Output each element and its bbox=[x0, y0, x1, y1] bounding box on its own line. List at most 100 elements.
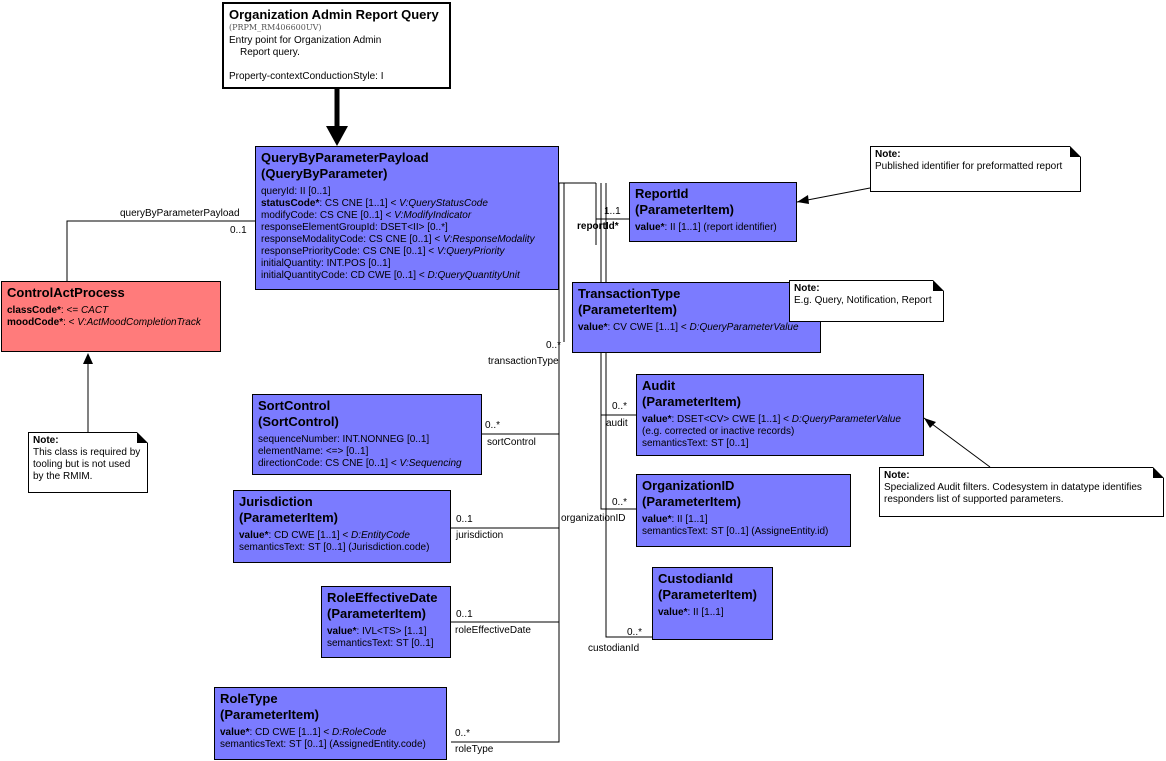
class-title: ControlActProcess bbox=[7, 285, 125, 300]
class-subtitle: (ParameterItem) bbox=[642, 394, 741, 409]
association-role-label: jurisdiction bbox=[456, 530, 504, 541]
report-id-class[interactable]: ReportId (ParameterItem) value*: II [1..… bbox=[629, 182, 797, 242]
attribute: sequenceNumber: INT.NONNEG [0..1] bbox=[258, 434, 430, 445]
attribute: value*: II [1..1] bbox=[658, 607, 724, 618]
role-type-class[interactable]: RoleType (ParameterItem) value*: CD CWE … bbox=[214, 687, 447, 760]
attribute: value*: IVL<TS> [1..1] bbox=[327, 626, 427, 637]
note-transaction-type[interactable]: Note: E.g. Query, Notification, Report bbox=[789, 280, 944, 322]
attribute: classCode*: <= CACT bbox=[7, 305, 109, 316]
role-effective-date-class[interactable]: RoleEffectiveDate (ParameterItem) value*… bbox=[321, 586, 451, 658]
entry-point-desc-line1: Entry point for Organization Admin bbox=[229, 35, 382, 46]
association-cardinality-label: 0..* bbox=[455, 728, 471, 739]
class-subtitle: (ParameterItem) bbox=[327, 606, 426, 621]
attribute-list: value*: CV CWE [1..1] < D:QueryParameter… bbox=[578, 322, 815, 334]
attribute-list: classCode*: <= CACT moodCode*: < V:ActMo… bbox=[7, 305, 215, 329]
note-control-act[interactable]: Note: This class is required by tooling … bbox=[28, 432, 148, 493]
note-fold-icon bbox=[137, 432, 148, 443]
class-subtitle: (QueryByParameter) bbox=[261, 166, 388, 181]
attribute: statusCode*: CS CNE [1..1] < V:QueryStat… bbox=[261, 198, 488, 209]
association-role-label: sortControl bbox=[487, 437, 536, 448]
class-title: RoleEffectiveDate bbox=[327, 590, 438, 605]
jurisdiction-class[interactable]: Jurisdiction (ParameterItem) value*: CD … bbox=[233, 490, 451, 563]
attribute-list: value*: DSET<CV> CWE [1..1] < D:QueryPar… bbox=[642, 414, 918, 450]
attribute: queryId: II [0..1] bbox=[261, 186, 331, 197]
note-audit[interactable]: Note: Specialized Audit filters. Codesys… bbox=[879, 467, 1164, 517]
attribute-list: sequenceNumber: INT.NONNEG [0..1] elemen… bbox=[258, 434, 476, 470]
class-subtitle: (ParameterItem) bbox=[658, 587, 757, 602]
class-title: SortControl bbox=[258, 398, 331, 413]
attribute-list: value*: II [1..1] semanticsText: ST [0..… bbox=[642, 514, 845, 538]
association-role-label: organizationID bbox=[561, 513, 626, 524]
association-cardinality-label: 0..1 bbox=[456, 514, 473, 525]
transaction-type-class[interactable]: TransactionType (ParameterItem) value*: … bbox=[572, 282, 821, 353]
sort-control-class[interactable]: SortControl (SortControl) sequenceNumber… bbox=[252, 394, 482, 475]
class-title: Jurisdiction bbox=[239, 494, 313, 509]
note-text: E.g. Query, Notification, Report bbox=[794, 295, 932, 306]
attribute: semanticsText: ST [0..1] (AssigneEntity.… bbox=[642, 526, 829, 537]
class-title: Audit bbox=[642, 378, 676, 393]
note-title: Note: bbox=[33, 435, 59, 446]
control-act-process-class[interactable]: ControlActProcess classCode*: <= CACT mo… bbox=[1, 281, 221, 352]
note-text: Specialized Audit filters. Codesystem in… bbox=[884, 482, 1142, 505]
attribute-list: value*: CD CWE [1..1] < D:RoleCode seman… bbox=[220, 727, 441, 751]
attribute-list: value*: II [1..1] (report identifier) bbox=[635, 222, 791, 234]
association-cardinality-label: 0..* bbox=[627, 627, 643, 638]
class-title: ReportId bbox=[635, 186, 689, 201]
class-subtitle: (SortControl) bbox=[258, 414, 339, 429]
attribute-list: value*: IVL<TS> [1..1] semanticsText: ST… bbox=[327, 626, 445, 650]
entry-point-id: (PRPM_RM406600UV) bbox=[229, 23, 322, 32]
association-role-label: roleEffectiveDate bbox=[455, 625, 531, 636]
note-title: Note: bbox=[875, 149, 901, 160]
organization-id-class[interactable]: OrganizationID (ParameterItem) value*: I… bbox=[636, 474, 851, 547]
association-cardinality-label: 0..* bbox=[612, 497, 628, 508]
attribute: semanticsText: ST [0..1] (Jurisdiction.c… bbox=[239, 542, 430, 553]
attribute: responseModalityCode: CS CNE [0..1] < V:… bbox=[261, 234, 535, 245]
class-subtitle: (ParameterItem) bbox=[239, 510, 338, 525]
association-role-label: roleType bbox=[455, 744, 494, 755]
attribute: semanticsText: ST [0..1] bbox=[642, 438, 749, 449]
association-role-label: audit bbox=[606, 418, 628, 429]
note-report-id[interactable]: Note: Published identifier for preformat… bbox=[870, 146, 1081, 192]
association-cardinality-label: 0..1 bbox=[456, 609, 473, 620]
attribute: responsePriorityCode: CS CNE [0..1] < V:… bbox=[261, 246, 505, 257]
note-fold-icon bbox=[1070, 146, 1081, 157]
attribute: value*: CD CWE [1..1] < D:EntityCode bbox=[239, 530, 410, 541]
attribute: semanticsText: ST [0..1] bbox=[327, 638, 434, 649]
association-cardinality-label: 0..* bbox=[546, 340, 562, 351]
class-subtitle: (ParameterItem) bbox=[578, 302, 677, 317]
attribute: value*: DSET<CV> CWE [1..1] < D:QueryPar… bbox=[642, 414, 901, 425]
association-cardinality-label: 0..* bbox=[612, 401, 628, 412]
entry-point-title: Organization Admin Report Query bbox=[229, 7, 439, 22]
attribute: (e.g. corrected or inactive records) bbox=[642, 426, 795, 437]
class-title: OrganizationID bbox=[642, 478, 735, 493]
query-by-parameter-payload-class[interactable]: QueryByParameterPayload (QueryByParamete… bbox=[255, 146, 559, 290]
attribute-list: queryId: II [0..1] statusCode*: CS CNE [… bbox=[261, 186, 553, 282]
note-text: This class is required by tooling but is… bbox=[33, 447, 141, 482]
note-title: Note: bbox=[884, 470, 910, 481]
class-title: QueryByParameterPayload bbox=[261, 150, 429, 165]
association-cardinality-label: 1..1 bbox=[604, 206, 621, 217]
attribute: value*: II [1..1] bbox=[642, 514, 708, 525]
attribute: value*: CV CWE [1..1] < D:QueryParameter… bbox=[578, 322, 799, 333]
attribute: initialQuantityCode: CD CWE [0..1] < D:Q… bbox=[261, 270, 520, 281]
note-text: Published identifier for preformatted re… bbox=[875, 161, 1063, 172]
attribute: directionCode: CS CNE [0..1] < V:Sequenc… bbox=[258, 458, 462, 469]
association-cardinality-label: 0..1 bbox=[230, 225, 247, 236]
custodian-id-class[interactable]: CustodianId (ParameterItem) value*: II [… bbox=[652, 567, 773, 640]
association-role-label: reportId* bbox=[577, 221, 619, 232]
entry-point-style: Property-contextConductionStyle: I bbox=[229, 71, 384, 82]
attribute: modifyCode: CS CNE [0..1] < V:ModifyIndi… bbox=[261, 210, 472, 221]
class-subtitle: (ParameterItem) bbox=[642, 494, 741, 509]
attribute: elementName: <=> [0..1] bbox=[258, 446, 369, 457]
entry-point-box[interactable]: Organization Admin Report Query (PRPM_RM… bbox=[222, 2, 451, 89]
note-fold-icon bbox=[933, 280, 944, 291]
attribute: moodCode*: < V:ActMoodCompletionTrack bbox=[7, 317, 201, 328]
audit-class[interactable]: Audit (ParameterItem) value*: DSET<CV> C… bbox=[636, 374, 924, 456]
attribute-list: value*: CD CWE [1..1] < D:EntityCode sem… bbox=[239, 530, 445, 554]
attribute-list: value*: II [1..1] bbox=[658, 607, 767, 619]
attribute: value*: II [1..1] (report identifier) bbox=[635, 222, 777, 233]
attribute: value*: CD CWE [1..1] < D:RoleCode bbox=[220, 727, 387, 738]
entry-point-desc-line2: Report query. bbox=[240, 47, 300, 58]
class-subtitle: (ParameterItem) bbox=[635, 202, 734, 217]
